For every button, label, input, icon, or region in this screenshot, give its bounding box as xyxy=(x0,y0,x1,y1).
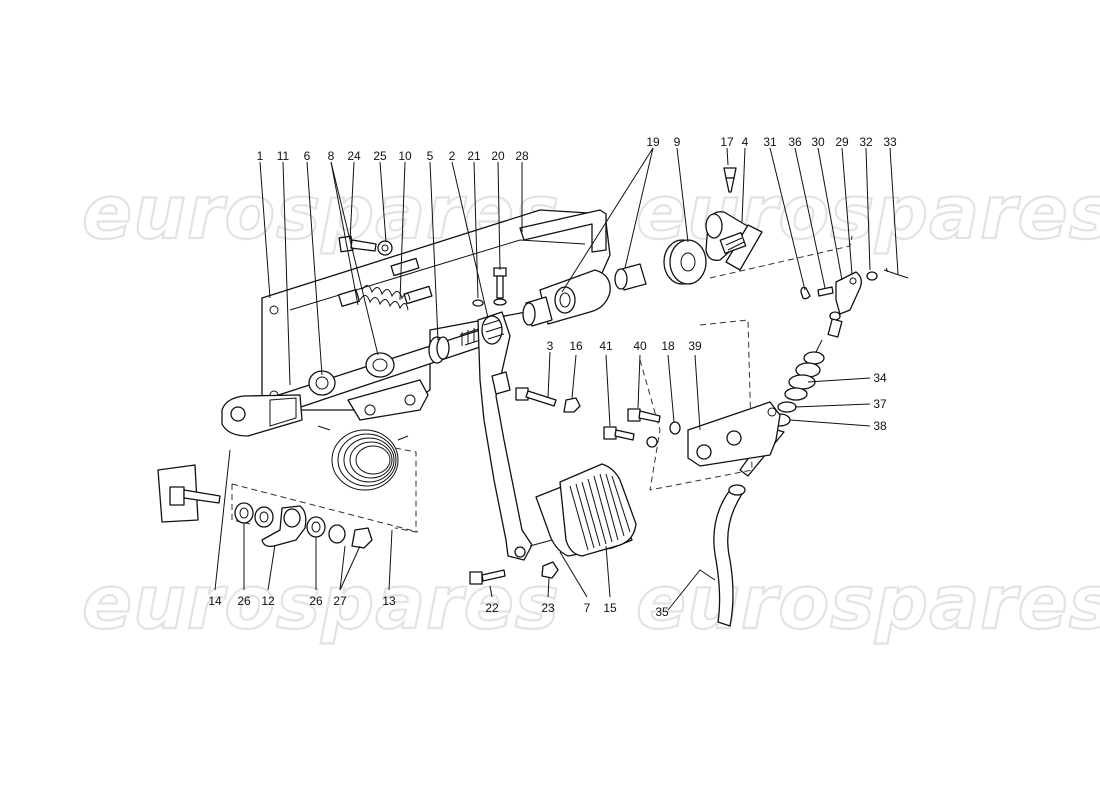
callout-17: 17 xyxy=(720,135,734,149)
callout-35: 35 xyxy=(655,605,669,619)
callout-32: 32 xyxy=(859,135,873,149)
callout-20: 20 xyxy=(491,149,505,163)
pedal-lever-2 xyxy=(477,311,533,561)
bushing-8 xyxy=(365,352,395,378)
pin-36 xyxy=(817,286,834,297)
bolt-22 xyxy=(469,569,506,585)
bracket-28 xyxy=(519,209,607,253)
callout-3: 3 xyxy=(547,339,554,353)
callout-10: 10 xyxy=(398,149,412,163)
nut-27 xyxy=(351,527,373,549)
callout-2: 2 xyxy=(449,149,456,163)
nut-37 xyxy=(777,401,797,413)
callout-13: 13 xyxy=(382,594,396,608)
callout-28: 28 xyxy=(515,149,529,163)
callout-15: 15 xyxy=(603,601,617,615)
watermark-bottom-right: eurospares xyxy=(636,560,1100,646)
bolt-40 xyxy=(627,408,661,423)
screw-17 xyxy=(723,167,737,193)
leader-lines xyxy=(214,147,899,611)
pedal-rubber-15 xyxy=(559,463,637,557)
callout-26a: 26 xyxy=(237,594,251,608)
washer-32 xyxy=(866,271,878,281)
return-spring-13 xyxy=(317,425,409,491)
washer-26b xyxy=(306,516,326,538)
cable-sheath-35 xyxy=(713,489,743,627)
callout-16: 16 xyxy=(569,339,583,353)
washer-26a xyxy=(234,502,254,524)
callout-27: 27 xyxy=(333,594,347,608)
callout-21: 21 xyxy=(467,149,481,163)
callout-33: 33 xyxy=(883,135,897,149)
mounting-plate xyxy=(261,209,611,411)
cable-boot-34 xyxy=(784,311,843,401)
lever-arm xyxy=(221,394,303,437)
callout-11: 11 xyxy=(277,149,290,163)
pin-4 xyxy=(705,211,763,271)
callout-22: 22 xyxy=(485,601,499,615)
callout-25: 25 xyxy=(373,149,387,163)
callout-4: 4 xyxy=(742,135,749,149)
bushing-19 xyxy=(522,286,576,327)
callout-1: 1 xyxy=(257,149,264,163)
bolt-20 xyxy=(493,267,507,306)
callout-39: 39 xyxy=(688,339,702,353)
bolt-3 xyxy=(515,387,557,407)
clevis-29 xyxy=(835,271,862,315)
callout-5: 5 xyxy=(427,149,434,163)
callout-34: 34 xyxy=(873,371,887,385)
callout-41: 41 xyxy=(599,339,613,353)
assembly-drawing xyxy=(157,167,909,627)
callout-labels: 1 11 6 24 25 10 5 2 21 20 28 19 9 17 4 3… xyxy=(208,135,897,619)
callout-23: 23 xyxy=(541,601,555,615)
callout-26b: 26 xyxy=(309,594,323,608)
washer-9 xyxy=(663,239,707,285)
clip-31 xyxy=(800,286,811,300)
nut-25 xyxy=(377,240,393,256)
callout-29: 29 xyxy=(835,135,849,149)
washer-21 xyxy=(472,299,484,307)
callout-19: 19 xyxy=(646,135,660,149)
washer-18 xyxy=(669,421,681,435)
callout-36: 36 xyxy=(788,135,802,149)
callout-18: 18 xyxy=(661,339,675,353)
bushing-19b xyxy=(614,263,647,291)
callout-30: 30 xyxy=(811,135,825,149)
callout-24: 24 xyxy=(347,149,361,163)
callout-40: 40 xyxy=(633,339,647,353)
callout-31: 31 xyxy=(763,135,777,149)
callout-9: 9 xyxy=(674,135,681,149)
watermark-bottom-left: eurospares xyxy=(82,560,560,646)
washer-41 xyxy=(646,436,658,448)
callout-7: 7 xyxy=(584,601,591,615)
bolt-41 xyxy=(603,426,635,441)
callout-14: 14 xyxy=(208,594,222,608)
callout-6: 6 xyxy=(304,149,311,163)
watermark-top-left: eurospares xyxy=(82,170,560,256)
nut-16 xyxy=(563,397,581,413)
callout-8: 8 xyxy=(328,149,335,163)
callout-38: 38 xyxy=(873,419,887,433)
spring-10 xyxy=(337,285,411,311)
nut-23 xyxy=(541,561,559,579)
bolt-14 xyxy=(157,464,221,523)
callout-37: 37 xyxy=(873,397,887,411)
callout-12: 12 xyxy=(261,594,275,608)
washer-27 xyxy=(328,524,346,544)
